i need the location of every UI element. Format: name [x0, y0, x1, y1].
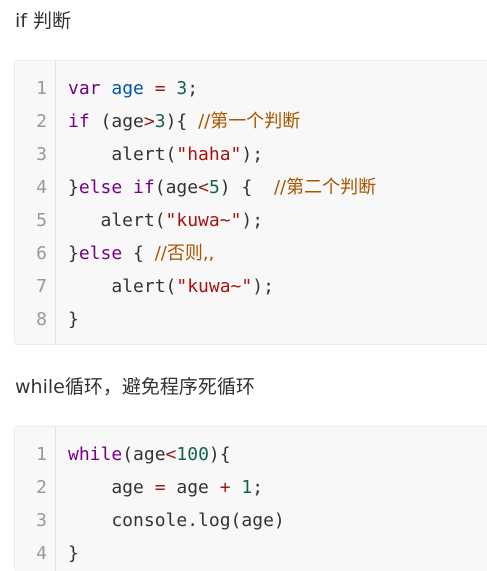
code-comment: //第一个判断 — [198, 111, 301, 132]
code-token: } — [68, 309, 79, 330]
line-number: 7 — [36, 276, 47, 297]
code-token — [101, 78, 112, 99]
code-text: }else if(age<5) { //第二个判断 — [68, 171, 376, 204]
code-text: alert("kuwa~"); — [68, 204, 264, 237]
code-token: 1 — [241, 477, 253, 498]
section-heading-while: while循环，避免程序死循环 — [15, 376, 255, 398]
code-token: + — [219, 477, 231, 498]
code-token: while — [68, 444, 123, 465]
code-token: else — [78, 243, 123, 264]
code-token: alert( — [68, 276, 177, 297]
line-number: 4 — [36, 543, 47, 564]
code-token: (age — [89, 111, 144, 132]
code-text: alert("haha"); — [68, 138, 263, 171]
code-token: ; — [187, 78, 199, 99]
code-line: 1 while(age<100){ — [15, 438, 487, 471]
code-token: (age — [154, 177, 199, 198]
code-token: 100 — [176, 444, 209, 465]
code-token: age — [68, 477, 155, 498]
code-token: "kuwa~" — [176, 276, 253, 297]
code-token: ); — [241, 210, 264, 231]
code-token: = — [154, 78, 166, 99]
line-number-gutter — [15, 427, 56, 571]
code-token: (age — [122, 444, 166, 465]
code-line: 3 console.log(age) — [15, 504, 487, 537]
code-token: < — [198, 177, 209, 198]
code-comment: //否则,, — [154, 243, 215, 264]
code-token: = — [154, 477, 166, 498]
code-text: console.log(age) — [68, 504, 285, 537]
code-token: 3 — [154, 111, 166, 132]
line-number: 2 — [36, 477, 47, 498]
code-token: ) { — [219, 177, 274, 198]
code-token: > — [143, 111, 155, 132]
section-heading-if: if 判断 — [15, 10, 72, 32]
line-number: 3 — [36, 144, 47, 165]
code-token: else — [78, 177, 123, 198]
line-number: 4 — [36, 177, 47, 198]
code-token: 5 — [208, 177, 220, 198]
code-token: } — [68, 177, 79, 198]
code-line: 2 age = age + 1; — [15, 471, 487, 504]
code-token: alert( — [68, 144, 177, 165]
code-text: } — [68, 537, 79, 570]
code-token: { — [122, 243, 155, 264]
code-text: age = age + 1; — [68, 471, 263, 504]
code-token: if — [68, 111, 90, 132]
code-token — [231, 477, 242, 498]
code-token: ); — [252, 276, 274, 297]
code-line: 4} — [15, 537, 487, 570]
code-token: } — [68, 543, 79, 564]
line-number: 5 — [36, 210, 47, 231]
line-number: 1 — [36, 444, 47, 465]
code-token: 3 — [176, 78, 188, 99]
code-token: } — [68, 243, 79, 264]
code-text: }else { //否则,, — [68, 237, 214, 270]
code-token — [166, 78, 177, 99]
code-line: 4}else if(age<5) { //第二个判断 — [15, 171, 487, 204]
code-token: ; — [252, 477, 264, 498]
code-line: 7 alert("kuwa~"); — [15, 270, 487, 303]
code-token: age — [111, 78, 144, 99]
line-number-gutter — [15, 61, 56, 344]
line-number: 8 — [36, 309, 47, 330]
code-line: 8} — [15, 303, 487, 336]
code-token: ){ — [208, 444, 231, 465]
code-comment: //第二个判断 — [273, 177, 377, 198]
code-text: } — [68, 303, 79, 336]
code-token: alert( — [68, 210, 166, 231]
code-token: console.log(age) — [68, 510, 285, 531]
code-token: age — [165, 477, 220, 498]
code-token: "haha" — [176, 144, 242, 165]
line-number: 1 — [36, 78, 47, 99]
code-text: if (age>3){ //第一个判断 — [68, 105, 300, 138]
code-token: var — [68, 78, 101, 99]
code-line: 3 alert("haha"); — [15, 138, 487, 171]
code-token: if — [133, 177, 155, 198]
line-number: 3 — [36, 510, 47, 531]
code-line: 1 var age = 3; — [15, 72, 487, 105]
code-text: var age = 3; — [68, 72, 198, 105]
line-number: 6 — [36, 243, 47, 264]
code-token: "kuwa~" — [165, 210, 242, 231]
code-token — [144, 78, 155, 99]
line-number: 2 — [36, 111, 47, 132]
code-token: ); — [241, 144, 264, 165]
code-line: 5 alert("kuwa~"); — [15, 204, 487, 237]
code-text: while(age<100){ — [68, 438, 231, 471]
code-text: alert("kuwa~"); — [68, 270, 274, 303]
code-token — [122, 177, 133, 198]
code-token: < — [165, 444, 177, 465]
code-line: 2 if (age>3){ //第一个判断 — [15, 105, 487, 138]
code-token: ){ — [165, 111, 199, 132]
code-line: 6}else { //否则,, — [15, 237, 487, 270]
